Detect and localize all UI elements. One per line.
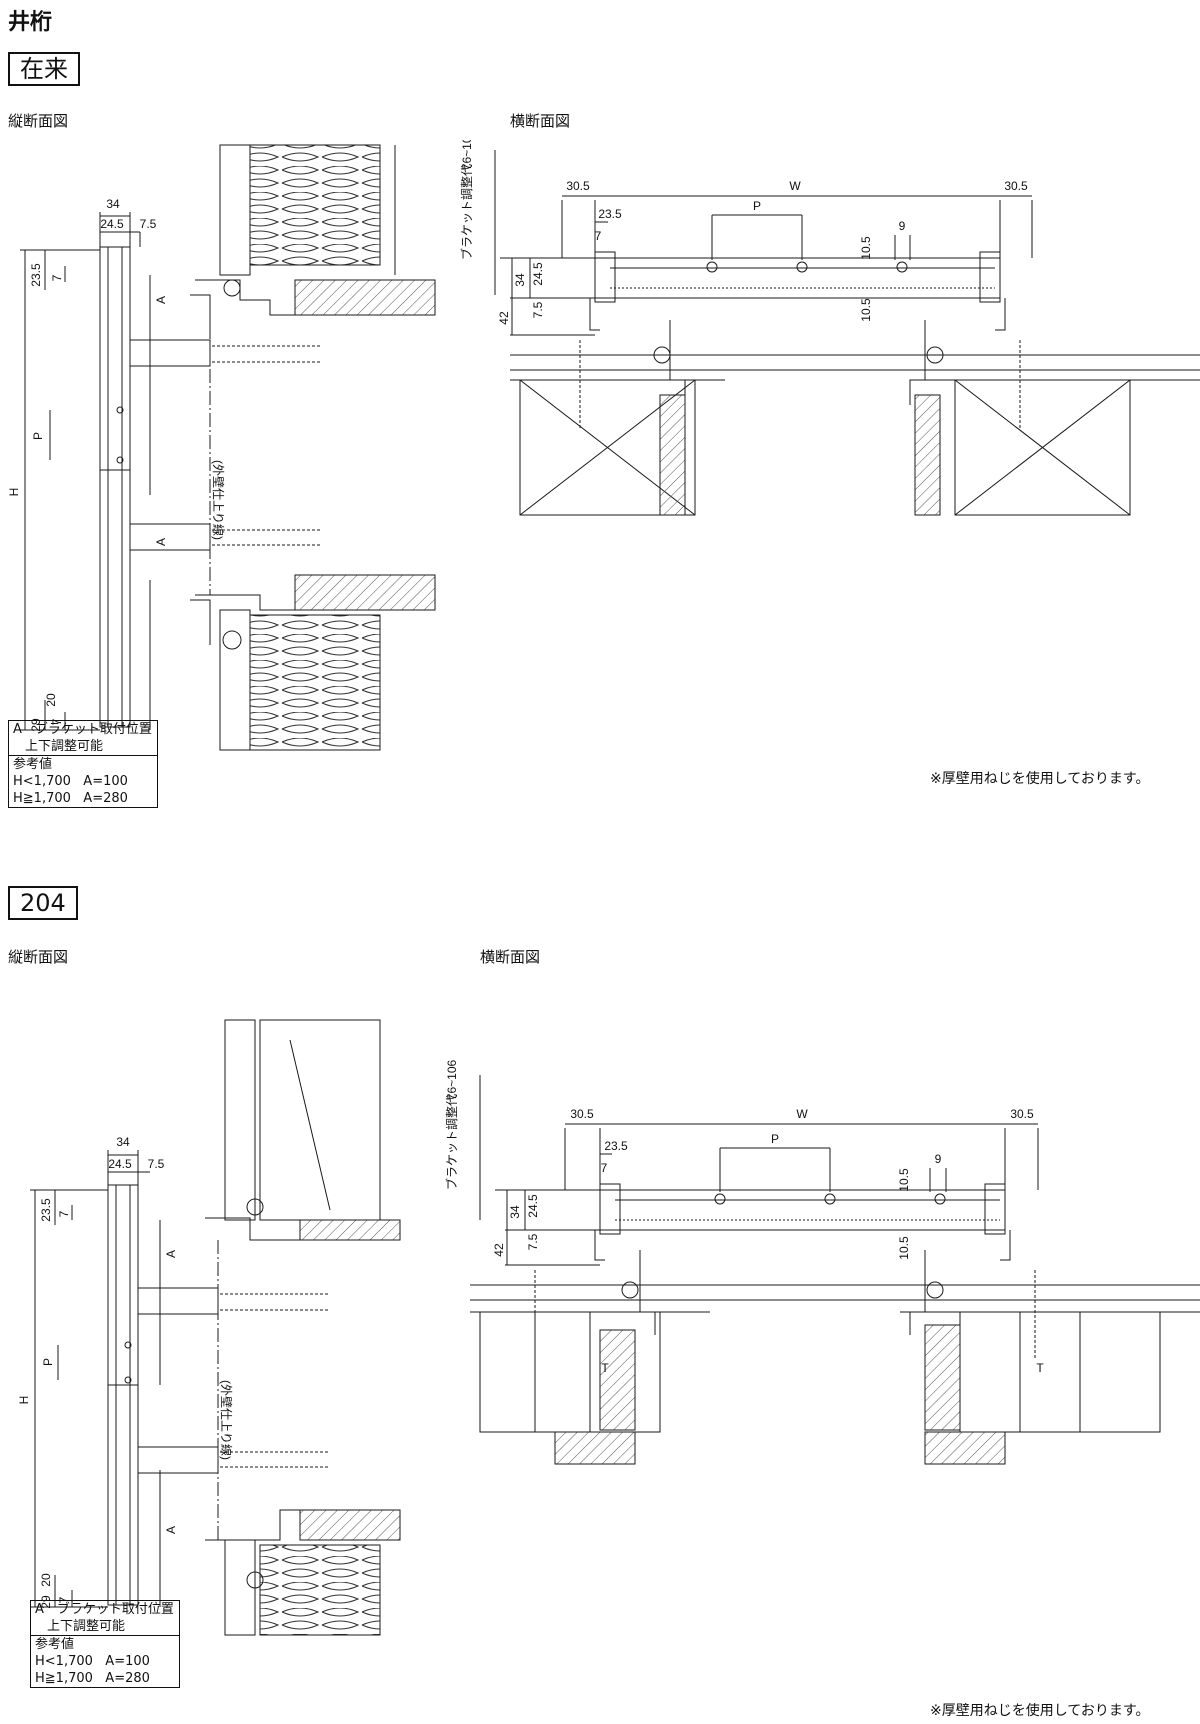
dim-P-label: P [41, 1358, 55, 1366]
legend-line3: 参考値 [13, 757, 53, 772]
vertical-section-drawing: 34 24.5 7.5 23.5 7 20 29 7 H P A A (外壁仕上… [7, 144, 436, 751]
outer-wall-line-label: (外壁仕上り線) [211, 460, 226, 540]
dim-75-label: 7.5 [531, 301, 545, 318]
label-T-left: T [601, 1361, 609, 1375]
dim-105-upper-label: 10.5 [859, 236, 873, 260]
legend-line5b: A=280 [83, 791, 128, 806]
legend-line4b: A=100 [83, 774, 128, 789]
dim-305-left-label: 30.5 [566, 179, 590, 193]
dim-7b-label: 7 [57, 1596, 71, 1603]
bracket-adjust-range: 76~106 [460, 140, 474, 170]
page-title: 井桁 [8, 10, 53, 35]
legend-line5a: H≧1,700 [13, 791, 71, 806]
dim-245-label: 24.5 [100, 217, 124, 231]
dim-7-label: 7 [595, 229, 602, 243]
legend-line1: A ブラケット取付位置 [35, 1602, 174, 1617]
horizontal-section-heading: 横断面図 [480, 948, 541, 966]
bracket-adjust-range: 76~106 [445, 1060, 459, 1100]
vertical-section-heading: 縦断面図 [8, 948, 69, 966]
dim-305-right-label: 30.5 [1004, 179, 1028, 193]
vertical-section-drawing: 34 24.5 7.5 23.5 7 20 29 7 H P A A (外壁仕上… [17, 1019, 401, 1636]
dim-9-label: 9 [899, 219, 906, 233]
dim-P-label: P [753, 199, 761, 213]
dim-W-label: W [796, 1107, 808, 1121]
legend-box-zairai: A ブラケット取付位置 上下調整可能 参考値 H<1,700 A=100 H≧1… [8, 720, 158, 808]
dim-75-label: 7.5 [148, 1157, 165, 1171]
dim-245-label: 24.5 [108, 1157, 132, 1171]
dim-20-label: 20 [44, 693, 58, 707]
dim-34-label: 34 [116, 1135, 130, 1149]
dim-A-lower-label: A [154, 538, 168, 546]
dim-W-label: W [789, 179, 801, 193]
dim-75-label: 7.5 [140, 217, 157, 231]
dim-34-label: 34 [508, 1205, 522, 1219]
screw-note: ※厚壁用ねじを使用しております。 [930, 771, 1150, 787]
legend-line5a: H≧1,700 [35, 1671, 93, 1686]
dim-235-label: 23.5 [29, 263, 43, 287]
dim-A-upper-label: A [154, 296, 168, 304]
bracket-adjust-label: ブラケット調整代 [459, 164, 474, 260]
legend-line4a: H<1,700 [13, 774, 71, 789]
dim-105-lower-label: 10.5 [897, 1236, 911, 1260]
vertical-section-heading: 縦断面図 [8, 112, 69, 130]
section-label-204: 204 [8, 886, 78, 920]
dim-7-label: 7 [57, 1210, 71, 1217]
legend-line1: A ブラケット取付位置 [13, 722, 152, 737]
dim-P-label: P [31, 432, 45, 440]
outer-wall-line-label: (外壁仕上り線) [219, 1380, 234, 1460]
horizontal-section-drawing: ブラケット調整代 76~106 30.5 W 30.5 23.5 P 7 10.… [459, 140, 1200, 516]
dim-34-label: 34 [513, 273, 527, 287]
dim-A-lower-label: A [164, 1526, 178, 1534]
legend-line3: 参考値 [35, 1637, 75, 1652]
dim-20-label: 20 [39, 1573, 53, 1587]
dim-105-lower-label: 10.5 [859, 298, 873, 322]
dim-42-label: 42 [497, 311, 511, 325]
dim-245-label: 24.5 [531, 262, 545, 286]
screw-note: ※厚壁用ねじを使用しております。 [930, 1703, 1150, 1719]
dim-245-label: 24.5 [526, 1194, 540, 1218]
dim-34-label: 34 [106, 197, 120, 211]
dim-7b-label: 7 [50, 718, 64, 725]
horizontal-section-heading: 横断面図 [510, 112, 571, 130]
dim-7-label: 7 [50, 274, 64, 281]
legend-line4a: H<1,700 [35, 1654, 93, 1669]
legend-line2: 上下調整可能 [25, 739, 104, 754]
section-label-zairai: 在来 [8, 52, 80, 86]
dim-305-right-label: 30.5 [1010, 1107, 1034, 1121]
dim-235-label: 23.5 [604, 1139, 628, 1153]
legend-box-204: A ブラケット取付位置 上下調整可能 参考値 H<1,700 A=100 H≧1… [30, 1600, 180, 1688]
dim-235-label: 23.5 [39, 1198, 53, 1222]
dim-29-label: 29 [29, 718, 43, 732]
dim-P-label: P [771, 1132, 779, 1146]
dim-105-upper-label: 10.5 [897, 1168, 911, 1192]
legend-line4b: A=100 [105, 1654, 150, 1669]
dim-42-label: 42 [492, 1243, 506, 1257]
dim-75-label: 7.5 [526, 1233, 540, 1250]
dim-235-label: 23.5 [598, 207, 622, 221]
bracket-adjust-label: ブラケット調整代 [444, 1094, 459, 1190]
legend-line2: 上下調整可能 [47, 1619, 126, 1634]
dim-H-label: H [17, 1396, 31, 1405]
legend-line5b: A=280 [105, 1671, 150, 1686]
dim-9-label: 9 [935, 1152, 942, 1166]
dim-29-label: 29 [39, 1595, 53, 1609]
horizontal-section-drawing: ブラケット調整代 76~106 30.5 W 30.5 23.5 P 7 10.… [444, 1060, 1200, 1465]
dim-H-label: H [7, 488, 21, 497]
dim-7-label: 7 [601, 1161, 608, 1175]
dim-305-left-label: 30.5 [570, 1107, 594, 1121]
label-T-right: T [1036, 1361, 1044, 1375]
dim-A-upper-label: A [164, 1250, 178, 1258]
